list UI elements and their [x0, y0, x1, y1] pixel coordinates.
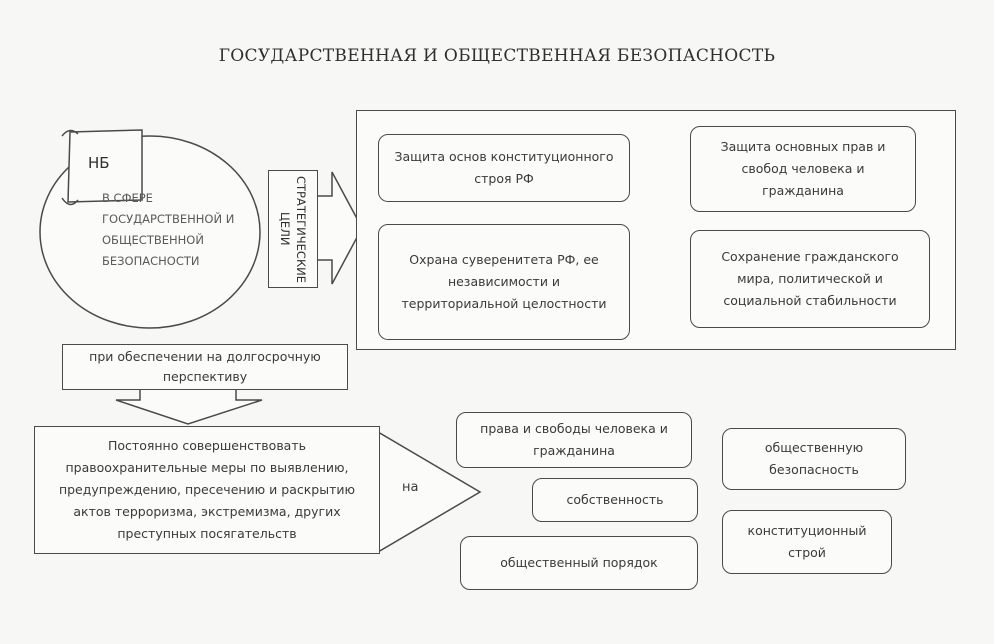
goal-text-2: Защита основных прав и свобод человека и…: [720, 139, 886, 198]
goal-text-1: Защита основ конституционного строя РФ: [394, 149, 614, 186]
goal-box-1: Защита основ конституционного строя РФ: [378, 134, 630, 202]
ellipse-text: В СФЕРЕ ГОСУДАРСТВЕННОЙ И ОБЩЕСТВЕННОЙ Б…: [102, 191, 235, 268]
strategic-goals-label: СТРАТЕГИЧЕСКИЕ ЦЕЛИ: [278, 175, 308, 283]
diagram-title: ГОСУДАРСТВЕННАЯ И ОБЩЕСТВЕННАЯ БЕЗОПАСНО…: [218, 46, 776, 66]
improve-text: Постоянно совершенствовать правоохраните…: [58, 438, 356, 541]
target-box-constitution: конституционный строй: [722, 510, 892, 574]
goal-box-4: Сохранение гражданского мира, политическ…: [690, 230, 930, 328]
strategic-goals-box: СТРАТЕГИЧЕСКИЕ ЦЕЛИ: [268, 170, 318, 288]
improve-box: Постоянно совершенствовать правоохраните…: [34, 426, 380, 554]
target-text-public-security: общественную безопасность: [764, 440, 864, 477]
on-label: на: [402, 480, 419, 495]
goal-text-4: Сохранение гражданского мира, политическ…: [721, 249, 899, 308]
target-text-property: собственность: [566, 492, 664, 507]
target-box-public-security: общественную безопасность: [722, 428, 906, 490]
target-box-property: собственность: [532, 478, 698, 522]
na-arrow: [377, 431, 482, 553]
scroll-curl-top: [61, 129, 79, 137]
scroll-curl-bottom: [61, 197, 79, 206]
target-text-constitution: конституционный строй: [747, 523, 867, 560]
goal-box-3: Охрана суверенитета РФ, ее независимости…: [378, 224, 630, 340]
long-term-text: при обеспечении на долгосрочную перспект…: [89, 349, 321, 384]
scroll-label: НБ: [88, 154, 110, 172]
goal-text-3: Охрана суверенитета РФ, ее независимости…: [401, 252, 607, 311]
target-box-public-order: общественный порядок: [460, 536, 698, 590]
target-text-rights: права и свободы человека и гражданина: [480, 421, 668, 458]
goal-box-2: Защита основных прав и свобод человека и…: [690, 126, 916, 212]
target-box-rights: права и свободы человека и гражданина: [456, 412, 692, 468]
down-arrow: [115, 388, 263, 425]
long-term-box: при обеспечении на долгосрочную перспект…: [62, 344, 348, 390]
scroll-shape: [67, 129, 143, 203]
target-text-public-order: общественный порядок: [500, 555, 658, 570]
